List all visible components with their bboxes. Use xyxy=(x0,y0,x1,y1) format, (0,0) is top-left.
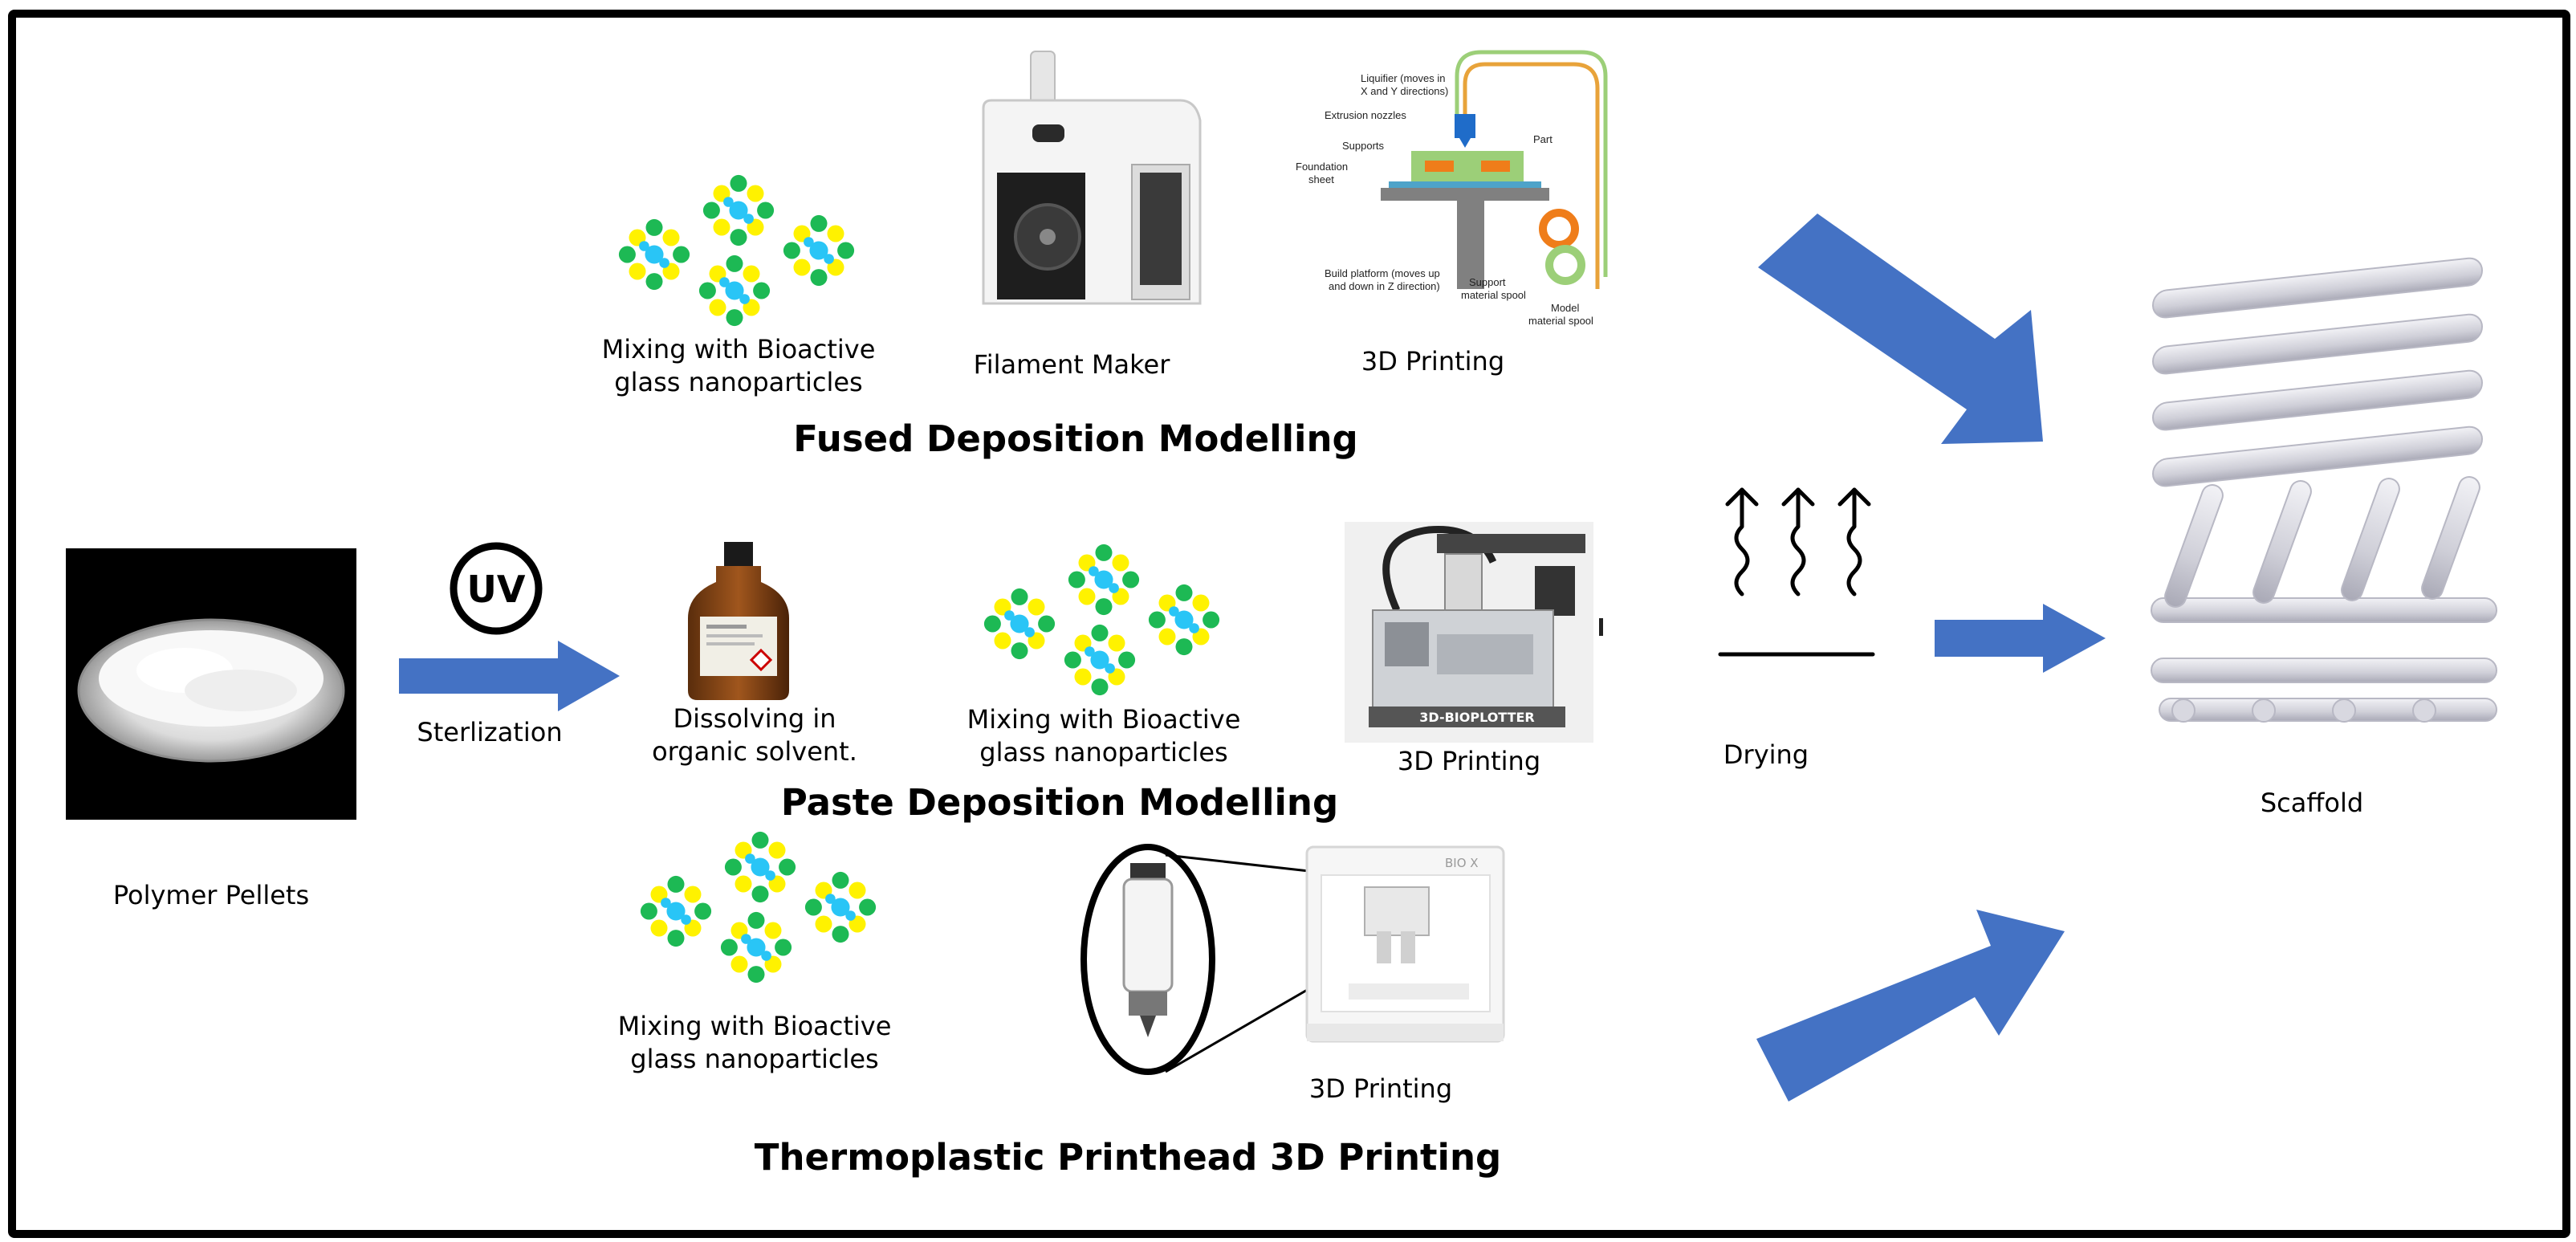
mixing-label-tpp-line2: glass nanoparticles xyxy=(630,1044,879,1074)
sterilization-arrow xyxy=(399,641,620,711)
filament-maker-label: Filament Maker xyxy=(973,349,1170,380)
mixing-label-pdm-line1: Mixing with Bioactive xyxy=(967,704,1241,735)
bioplotter-image: 3D-BIOPLOTTER xyxy=(1345,522,1603,743)
svg-text:3D-BIOPLOTTER: 3D-BIOPLOTTER xyxy=(1419,710,1535,725)
bio-x-printer-image: BIO X xyxy=(1305,845,1505,1043)
svg-text:Part: Part xyxy=(1533,133,1553,145)
mixing-label-pdm-line2: glass nanoparticles xyxy=(979,737,1228,768)
svg-text:Model: Model xyxy=(1551,302,1580,314)
dissolving-label-line2: organic solvent. xyxy=(652,736,857,767)
sterilization-label: Sterlization xyxy=(417,717,563,747)
svg-text:Build platform (moves up: Build platform (moves up xyxy=(1325,267,1440,279)
mixing-label-pdm: Mixing with Bioactive glass nanoparticle… xyxy=(963,703,1244,769)
tpp-3d-printing-label: 3D Printing xyxy=(1308,1073,1453,1104)
tpp-title: Thermoplastic Printhead 3D Printing xyxy=(754,1136,1502,1179)
drying-icon xyxy=(1718,487,1875,657)
printhead-zoom-image xyxy=(1080,844,1382,1075)
arrow-tpp-to-scaffold xyxy=(1756,910,2065,1102)
svg-text:BIO X: BIO X xyxy=(1445,856,1479,870)
dissolving-label: Dissolving in organic solvent. xyxy=(634,702,875,768)
solvent-bottle-image xyxy=(688,542,789,700)
scaffold-image xyxy=(2151,257,2497,723)
svg-text:material spool: material spool xyxy=(1461,289,1526,301)
svg-text:and down in Z direction): and down in Z direction) xyxy=(1329,280,1440,292)
uv-icon: UV xyxy=(450,542,543,635)
arrow-fdm-to-scaffold xyxy=(1758,214,2043,444)
fdm-3d-printing-label: 3D Printing xyxy=(1361,346,1505,377)
arrow-pdm-to-scaffold xyxy=(1935,604,2106,673)
diagram-frame xyxy=(8,10,2570,1238)
svg-text:Liquifier (moves in: Liquifier (moves in xyxy=(1361,72,1446,84)
mixing-label-fdm-line1: Mixing with Bioactive xyxy=(601,334,876,364)
svg-text:Extrusion nozzles: Extrusion nozzles xyxy=(1325,109,1406,121)
svg-text:material spool: material spool xyxy=(1528,315,1593,327)
filament-maker-image xyxy=(982,51,1202,305)
pdm-title: Paste Deposition Modelling xyxy=(780,781,1339,824)
dissolving-label-line1: Dissolving in xyxy=(673,703,836,734)
bioactive-glass-particles-pdm xyxy=(984,544,1219,695)
polymer-pellets-label: Polymer Pellets xyxy=(112,880,310,910)
scaffold-label: Scaffold xyxy=(2260,788,2364,818)
bioactive-glass-particles-fdm xyxy=(619,175,854,326)
svg-text:Foundation: Foundation xyxy=(1296,161,1348,173)
svg-text:sheet: sheet xyxy=(1308,173,1334,185)
mixing-label-tpp-line1: Mixing with Bioactive xyxy=(617,1011,892,1041)
mixing-label-fdm-line2: glass nanoparticles xyxy=(614,367,863,397)
bioactive-glass-particles-tpp xyxy=(641,832,876,983)
drying-label: Drying xyxy=(1723,739,1809,770)
svg-text:X and Y directions): X and Y directions) xyxy=(1361,85,1448,97)
svg-text:UV: UV xyxy=(467,568,526,611)
svg-text:Supports: Supports xyxy=(1342,140,1385,152)
fdm-schematic-image: Liquifier (moves in X and Y directions) … xyxy=(1296,50,1608,327)
mixing-label-fdm: Mixing with Bioactive glass nanoparticle… xyxy=(598,333,879,399)
polymer-pellets-image xyxy=(66,548,356,820)
pdm-3d-printing-label: 3D Printing xyxy=(1397,746,1541,776)
svg-text:Support: Support xyxy=(1469,276,1506,288)
mixing-label-tpp: Mixing with Bioactive glass nanoparticle… xyxy=(614,1010,895,1076)
fdm-title: Fused Deposition Modelling xyxy=(793,417,1358,460)
